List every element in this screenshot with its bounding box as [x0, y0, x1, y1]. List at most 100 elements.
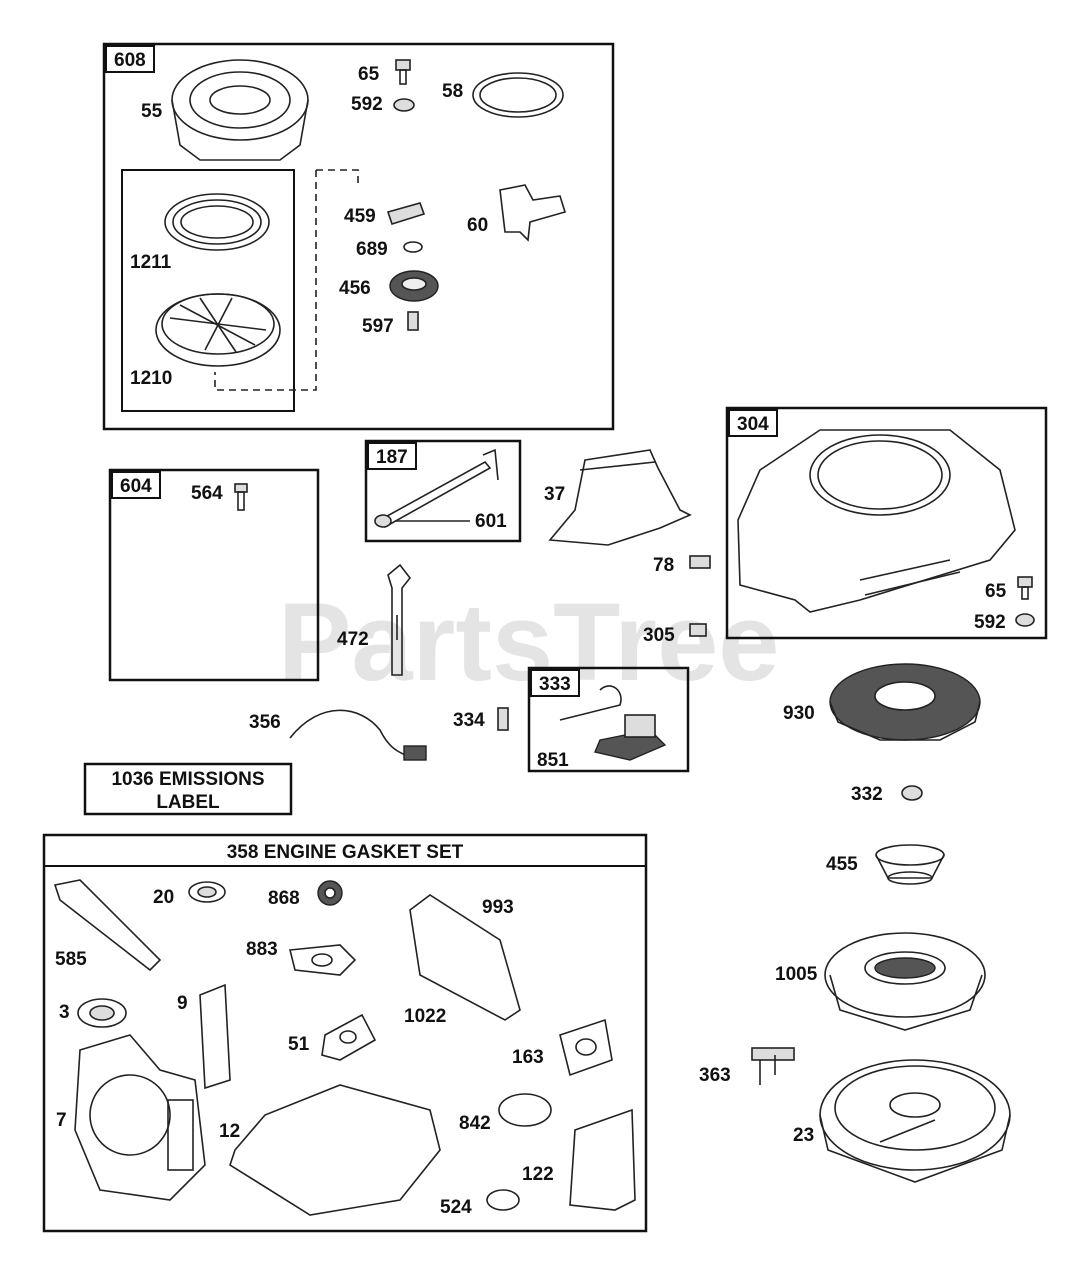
part-1005-label: 1005 — [775, 964, 818, 985]
gasket-set-box — [42, 833, 648, 1233]
part-37-air-guide[interactable] — [548, 449, 692, 546]
part-163-label: 163 — [512, 1047, 544, 1068]
part-1005-fan[interactable] — [824, 932, 986, 1031]
part-356-ground-wire[interactable] — [289, 709, 427, 761]
part-868-seal[interactable] — [317, 880, 343, 906]
group-604-box — [108, 468, 320, 682]
group-304-box — [725, 406, 1048, 640]
group-304-tab — [728, 409, 778, 437]
part-1210-label: 1210 — [130, 368, 172, 389]
group-333-label: 333 — [539, 674, 571, 695]
part-51-gasket[interactable] — [321, 1013, 377, 1061]
part-7-head-gasket[interactable] — [74, 1034, 206, 1201]
emissions-label-line2: LABEL — [156, 792, 220, 813]
part-592-nut[interactable] — [393, 98, 415, 112]
part-842-label: 842 — [459, 1113, 491, 1134]
part-65-screw-2[interactable] — [1017, 576, 1033, 600]
dashed-leader-2 — [214, 170, 317, 391]
part-592-label-2: 592 — [974, 612, 1006, 633]
part-3-label: 3 — [59, 1002, 70, 1023]
part-122-label: 122 — [522, 1164, 554, 1185]
part-187-link[interactable] — [374, 448, 499, 529]
part-332-nut[interactable] — [901, 785, 923, 801]
part-930-rotating-screen[interactable] — [829, 663, 981, 741]
part-592-label: 592 — [351, 94, 383, 115]
part-55-label: 55 — [141, 101, 163, 122]
part-3-seal[interactable] — [77, 998, 127, 1028]
gasket-set-title: 358 ENGINE GASKET SET — [227, 842, 464, 863]
part-456-label: 456 — [339, 278, 371, 299]
part-163-gasket[interactable] — [559, 1018, 613, 1077]
part-60-label: 60 — [467, 215, 488, 236]
part-78-screw[interactable] — [689, 555, 711, 569]
part-55-recoil-housing[interactable] — [171, 59, 309, 161]
part-689-label: 689 — [356, 239, 388, 260]
part-60-handle[interactable] — [499, 184, 567, 242]
part-334-screw[interactable] — [497, 707, 509, 731]
group-608-label: 608 — [114, 50, 146, 71]
part-51-label: 51 — [288, 1034, 310, 1055]
part-12-label: 12 — [219, 1121, 240, 1142]
part-585-gasket[interactable] — [53, 879, 162, 972]
part-9-gasket[interactable] — [199, 983, 231, 1090]
part-1211-spring[interactable] — [164, 193, 270, 251]
group-604-label: 604 — [120, 476, 152, 497]
part-1022-label: 1022 — [404, 1006, 446, 1027]
part-601-label: 601 — [475, 511, 507, 532]
part-37-label: 37 — [544, 484, 565, 505]
part-65-screw[interactable] — [395, 59, 411, 85]
part-332-label: 332 — [851, 784, 883, 805]
part-930-label: 930 — [783, 703, 815, 724]
part-7-label: 7 — [56, 1110, 67, 1131]
part-564-screw[interactable] — [234, 483, 248, 511]
part-459-pawl[interactable] — [386, 202, 426, 225]
group-187-box — [364, 439, 522, 543]
part-993-label: 993 — [482, 897, 514, 918]
part-592-nut-2[interactable] — [1015, 613, 1035, 627]
part-1210-pulley[interactable] — [155, 293, 281, 367]
part-524-o-ring[interactable] — [486, 1189, 520, 1211]
part-597-label: 597 — [362, 316, 394, 337]
part-472-label: 472 — [337, 629, 369, 650]
part-564-label: 564 — [191, 483, 223, 504]
part-456-retainer[interactable] — [389, 270, 439, 302]
part-472-dipstick-tube[interactable] — [387, 563, 412, 676]
part-689-spring[interactable] — [403, 241, 423, 253]
part-78-label: 78 — [653, 555, 674, 576]
dashed-leader — [316, 169, 359, 185]
group-608-tab — [105, 45, 155, 73]
part-455-starter-cup[interactable] — [875, 844, 945, 885]
group-333-box — [527, 666, 690, 773]
part-597-screw[interactable] — [407, 311, 419, 331]
part-993-gasket[interactable] — [409, 894, 521, 1021]
part-58-rope[interactable] — [472, 72, 564, 118]
part-455-label: 455 — [826, 854, 858, 875]
part-20-seal[interactable] — [188, 881, 226, 903]
part-65-label-2: 65 — [985, 581, 1007, 602]
part-868-label: 868 — [268, 888, 300, 909]
part-356-label: 356 — [249, 712, 281, 733]
part-23-flywheel[interactable] — [819, 1059, 1011, 1183]
part-122-gasket[interactable] — [569, 1108, 636, 1211]
part-363-terminal[interactable] — [751, 1047, 795, 1085]
group-608-inner-box — [121, 169, 295, 412]
part-1211-label: 1211 — [130, 252, 172, 273]
part-9-label: 9 — [177, 993, 188, 1014]
part-20-label: 20 — [153, 887, 174, 908]
part-363-label: 363 — [699, 1065, 731, 1086]
part-459-label: 459 — [344, 206, 376, 227]
part-305-screw[interactable] — [689, 623, 707, 637]
part-883-gasket[interactable] — [288, 944, 357, 976]
part-12-base-gasket[interactable] — [229, 1084, 441, 1216]
emissions-label-line1: 1036 EMISSIONS — [111, 769, 264, 790]
part-333-armature[interactable] — [559, 685, 667, 761]
part-305-label: 305 — [643, 625, 675, 646]
part-585-label: 585 — [55, 949, 87, 970]
part-58-label: 58 — [442, 81, 463, 102]
part-304-blower-housing[interactable] — [737, 429, 1016, 613]
part-334-label: 334 — [453, 710, 485, 731]
part-842-o-ring[interactable] — [498, 1093, 552, 1127]
group-604-tab — [111, 471, 161, 499]
group-608-box — [102, 42, 615, 431]
